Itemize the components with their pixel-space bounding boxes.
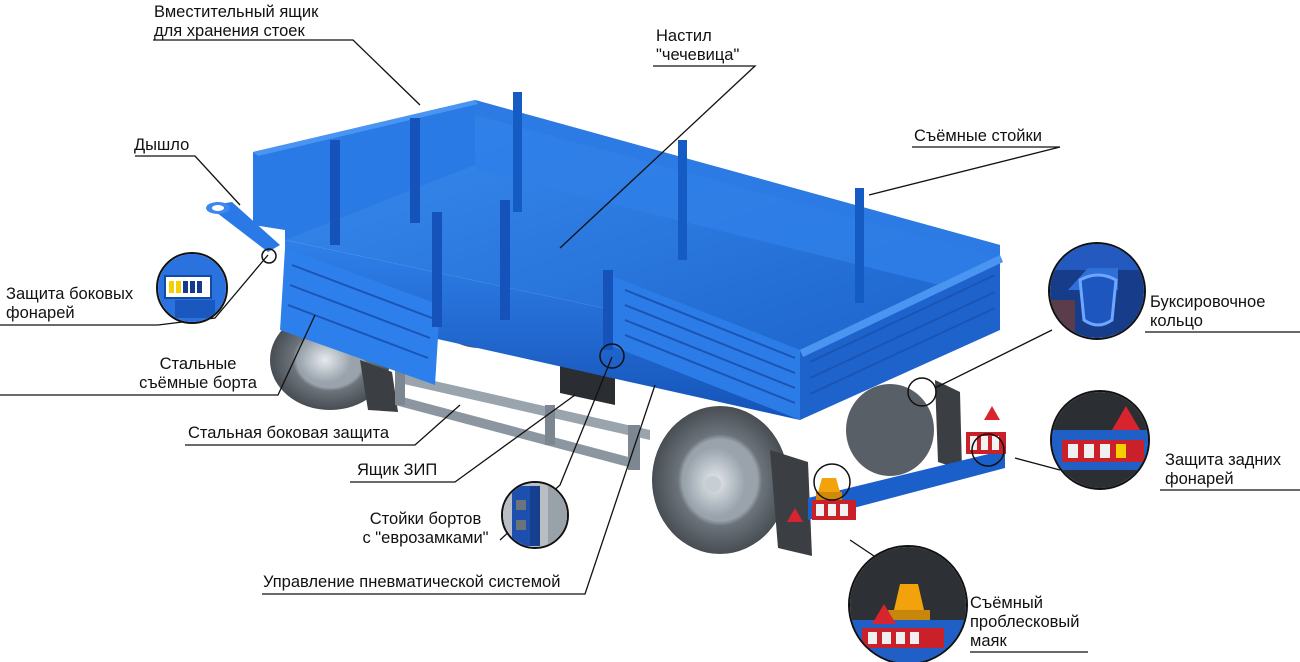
label-rear-lamp-guard: Защита задних фонарей [1165, 451, 1282, 488]
label-removable-posts: Съёмные стойки [914, 127, 1042, 145]
inset-beacon [848, 545, 968, 662]
chassis [206, 202, 1006, 556]
label-pneumatic-control: Управление пневматической системой [263, 573, 561, 591]
inset-tow-ring [1048, 242, 1146, 340]
label-tow-ring: Буксировочное кольцо [1150, 293, 1266, 330]
label-drawbar: Дышло [134, 136, 190, 154]
inset-euro-lock-posts [501, 481, 569, 549]
label-side-guard: Стальная боковая защита [188, 424, 390, 442]
inset-rear-lamp-guard [1050, 390, 1150, 490]
label-floor: Настил "чечевица" [656, 27, 740, 64]
label-euro-lock-posts: Стойки бортов с "еврозамками" [362, 510, 489, 547]
leader-lines [0, 39, 1300, 653]
label-steel-sides: Стальные съёмные борта [139, 355, 257, 392]
label-box-storage: Вместительный ящик для хранения стоек [154, 3, 319, 40]
inset-side-lamp-guard [156, 252, 228, 324]
label-side-lamp-guard: Защита боковых фонарей [6, 285, 134, 322]
marker-circles [261, 248, 1005, 501]
label-spare-box: Ящик ЗИП [357, 461, 438, 479]
label-beacon: Съёмный проблесковый маяк [970, 594, 1080, 650]
platform-body [253, 92, 1003, 420]
